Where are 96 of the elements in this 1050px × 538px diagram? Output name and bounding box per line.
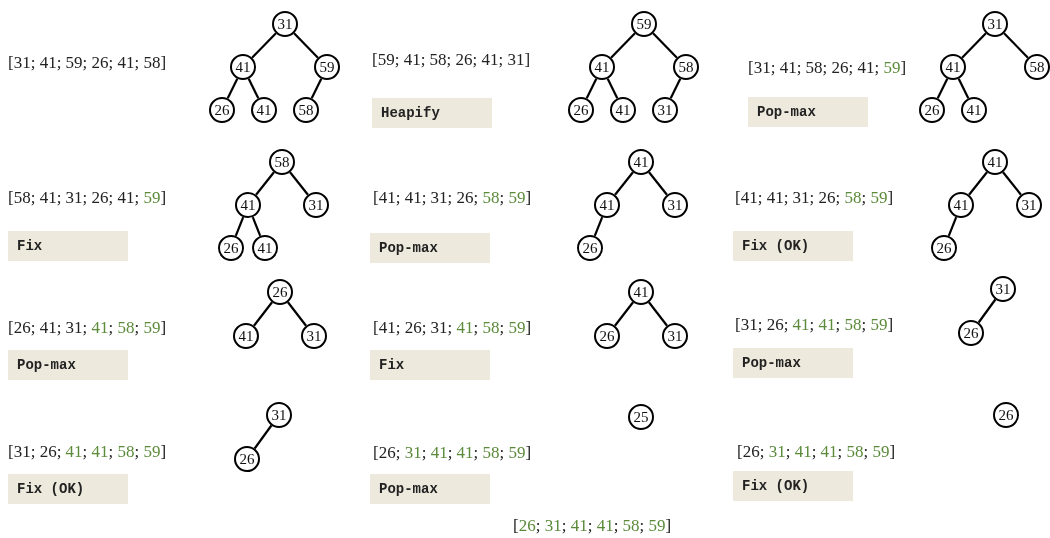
tree-edge: [961, 32, 987, 59]
array-text: [26; 41; 31; 41; 58; 59]: [8, 318, 167, 338]
array-text: [59; 41; 58; 26; 41; 31]: [372, 50, 531, 70]
tree-edge: [968, 171, 988, 196]
tree-node: 41: [628, 149, 654, 175]
tree-edge: [947, 216, 958, 237]
tree-edge: [1002, 171, 1022, 196]
tree-node: 26: [234, 446, 260, 472]
tree-node: 58: [269, 149, 295, 175]
tree-node: 59: [631, 11, 657, 37]
tree-edge: [251, 216, 262, 237]
tree-node: 25: [628, 404, 654, 430]
step-tag: Fix: [370, 350, 490, 380]
tree-node: 58: [673, 54, 699, 80]
array-text: [58; 41; 31; 26; 41; 59]: [8, 188, 167, 208]
tree-node: 58: [1024, 54, 1050, 80]
step-tag: Pop-max: [8, 350, 128, 380]
tree-edge: [1003, 32, 1029, 59]
tree-node: 41: [940, 54, 966, 80]
tree-node: 41: [610, 97, 636, 123]
tree-node: 31: [982, 11, 1008, 37]
tree-node: 31: [990, 276, 1016, 302]
array-text: [41; 41; 31; 26; 58; 59]: [735, 188, 894, 208]
tree-node: 41: [982, 149, 1008, 175]
tree-node: 41: [230, 54, 256, 80]
tree-node: 26: [577, 235, 603, 261]
tree-edge: [255, 171, 275, 196]
tree-node: 26: [218, 235, 244, 261]
tree-node: 26: [931, 235, 957, 261]
step-tag: Fix (OK): [8, 474, 128, 504]
array-text: [31; 41; 59; 26; 41; 58]: [8, 53, 167, 73]
tree-edge: [289, 171, 309, 196]
array-text: [26; 31; 41; 41; 58; 59]: [737, 442, 896, 462]
tree-edge: [293, 32, 319, 59]
tree-node: 31: [1016, 192, 1042, 218]
step-tag: Heapify: [372, 98, 492, 128]
tree-node: 41: [589, 54, 615, 80]
array-text: [26; 31; 41; 41; 58; 59]: [513, 516, 672, 536]
tree-node: 31: [652, 97, 678, 123]
tree-node: 41: [961, 97, 987, 123]
array-text: [26; 31; 41; 41; 58; 59]: [373, 443, 532, 463]
tree-edge: [977, 298, 997, 324]
step-tag: Fix (OK): [733, 471, 853, 501]
tree-node: 58: [293, 97, 319, 123]
tree-edge: [610, 32, 636, 59]
tree-node: 59: [314, 54, 340, 80]
tree-edge: [226, 78, 239, 99]
tree-edge: [251, 32, 277, 59]
step-tag: Pop-max: [370, 233, 490, 263]
tree-node: 31: [272, 11, 298, 37]
tree-edge: [648, 171, 668, 196]
array-text: [41; 26; 31; 41; 58; 59]: [373, 318, 532, 338]
array-text: [41; 41; 31; 26; 58; 59]: [373, 188, 532, 208]
step-tag: Fix (OK): [733, 231, 853, 261]
tree-node: 41: [948, 192, 974, 218]
tree-node: 41: [252, 235, 278, 261]
tree-edge: [310, 78, 323, 99]
tree-node: 41: [251, 97, 277, 123]
array-text: [31; 26; 41; 41; 58; 59]: [735, 315, 894, 335]
tree-edge: [253, 301, 273, 327]
tree-edge: [287, 301, 307, 327]
tree-node: 26: [594, 323, 620, 349]
tree-edge: [648, 301, 668, 327]
tree-edge: [614, 171, 634, 196]
tree-edge: [652, 32, 678, 59]
tree-node: 26: [209, 97, 235, 123]
tree-node: 31: [662, 192, 688, 218]
step-tag: Pop-max: [370, 474, 490, 504]
array-text: [31; 26; 41; 41; 58; 59]: [8, 442, 167, 462]
tree-edge: [957, 78, 970, 99]
tree-node: 31: [662, 323, 688, 349]
tree-node: 31: [303, 192, 329, 218]
tree-edge: [936, 78, 949, 99]
tree-node: 26: [568, 97, 594, 123]
tree-edge: [606, 78, 619, 99]
tree-edge: [614, 301, 634, 327]
tree-node: 26: [919, 97, 945, 123]
tree-edge: [669, 78, 682, 99]
tree-node: 31: [301, 323, 327, 349]
tree-node: 41: [594, 192, 620, 218]
tree-edge: [253, 424, 273, 450]
tree-node: 41: [628, 279, 654, 305]
tree-node: 26: [993, 402, 1019, 428]
step-tag: Pop-max: [733, 348, 853, 378]
tree-node: 26: [958, 320, 984, 346]
tree-node: 41: [233, 323, 259, 349]
tree-node: 31: [266, 402, 292, 428]
tree-edge: [234, 216, 245, 237]
step-tag: Fix: [8, 231, 128, 261]
tree-node: 41: [235, 192, 261, 218]
tree-edge: [585, 78, 598, 99]
tree-edge: [247, 78, 260, 99]
tree-edge: [593, 216, 604, 237]
array-text: [31; 41; 58; 26; 41; 59]: [748, 58, 907, 78]
step-tag: Pop-max: [748, 97, 868, 127]
tree-node: 26: [267, 279, 293, 305]
